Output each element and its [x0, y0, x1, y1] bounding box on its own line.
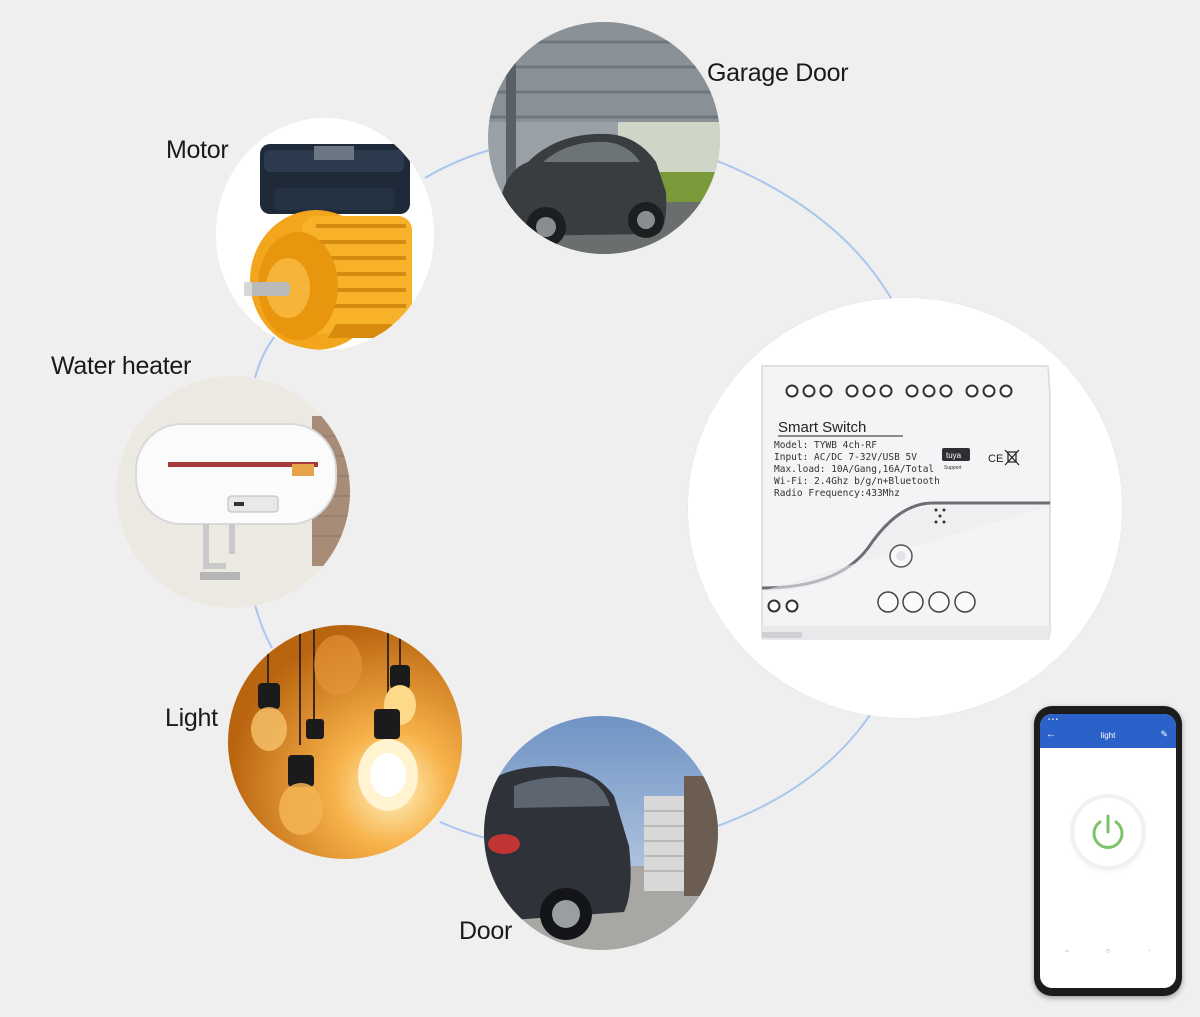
- tuya-support-text: Support: [944, 465, 962, 471]
- spec-line-wifi: Wi-Fi: 2.4Ghz b/g/n+Bluetooth: [774, 476, 940, 487]
- water-heater-label: Water heater: [51, 352, 191, 380]
- tab-countdown-icon[interactable]: ◷: [1106, 948, 1110, 953]
- garage-door-label: Garage Door: [707, 59, 849, 87]
- door-image: [484, 716, 718, 950]
- edit-pencil-icon[interactable]: ✎: [1160, 729, 1168, 739]
- spec-line-model: Model: TYWB 4ch-RF: [774, 440, 877, 451]
- tab-switch-icon[interactable]: ▭: [1064, 948, 1070, 953]
- spec-line-maxload: Max.load: 10A/Gang,16A/Total: [774, 464, 934, 475]
- back-arrow-icon[interactable]: ←: [1046, 729, 1056, 740]
- device-title: Smart Switch: [778, 419, 866, 436]
- smartphone-app: ▪ ▪ ▪ ← light ✎ ▭ ◷ ◔: [1034, 706, 1182, 996]
- ce-mark: CE: [988, 453, 1003, 465]
- light-label: Light: [165, 704, 218, 732]
- spec-line-radio: Radio Frequency:433Mhz: [774, 488, 900, 499]
- garage-door-image: [488, 22, 720, 254]
- power-icon: [1092, 814, 1124, 849]
- light-image: [228, 625, 462, 859]
- motor-image: [216, 118, 434, 350]
- tuya-badge: [942, 448, 970, 461]
- phone-screen: ▪ ▪ ▪ ← light ✎ ▭ ◷ ◔: [1040, 714, 1176, 988]
- weee-bin-icon: [1004, 449, 1020, 466]
- status-bar: ▪ ▪ ▪: [1048, 717, 1058, 723]
- motor-label: Motor: [166, 136, 229, 164]
- tuya-badge-text: tuya: [946, 451, 962, 460]
- smart-switch-image: Smart Switch Model: TYWB 4ch-RF Input: A…: [688, 298, 1122, 718]
- app-header: ▪ ▪ ▪ ← light ✎: [1040, 714, 1176, 748]
- app-tab-bar: ▭ ◷ ◔: [1040, 948, 1176, 972]
- spec-line-input: Input: AC/DC 7-32V/USB 5V: [774, 452, 917, 463]
- power-toggle-button[interactable]: [1074, 798, 1142, 866]
- tab-schedule-icon[interactable]: ◔: [1147, 948, 1151, 953]
- water-heater-image: [116, 376, 350, 608]
- app-title: light: [1100, 731, 1116, 740]
- door-label: Door: [459, 917, 512, 945]
- channel-buttons: [877, 591, 976, 613]
